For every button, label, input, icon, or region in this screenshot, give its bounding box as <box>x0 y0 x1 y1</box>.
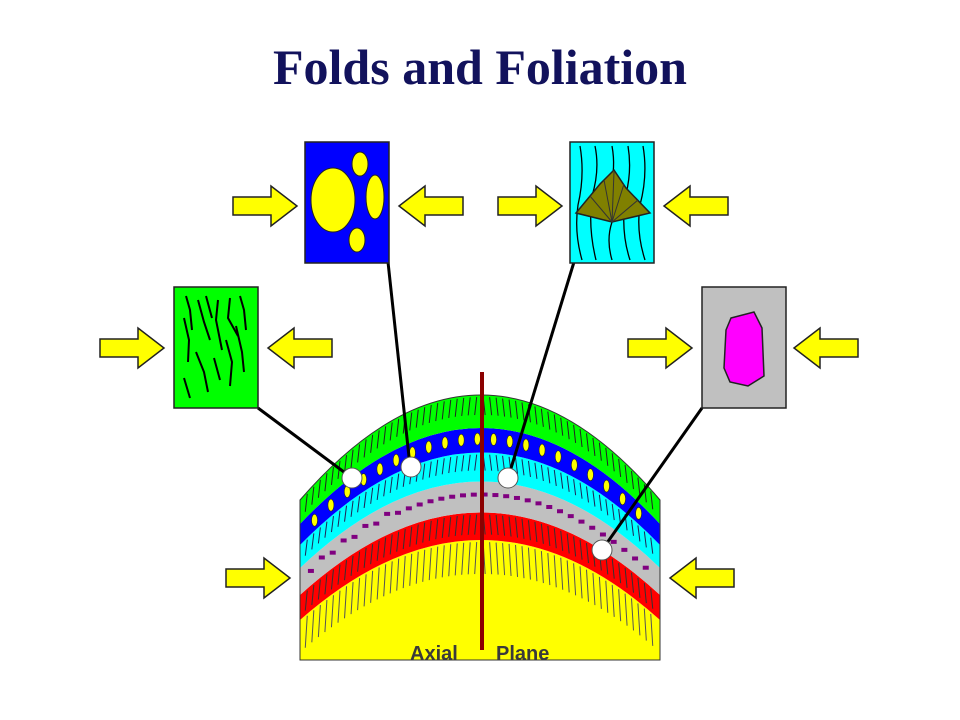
blue-pebble-inset <box>304 141 390 264</box>
axial-label: Axial <box>410 643 458 665</box>
fold-layer-cyan <box>300 452 660 568</box>
sample-point-blue <box>400 456 422 478</box>
anticline-fold: Axial Plane <box>299 372 661 665</box>
leader-line-green <box>257 406 353 480</box>
fold-layer-blue <box>300 428 660 545</box>
leader-lines <box>257 261 704 551</box>
sample-point-cyan <box>497 467 519 489</box>
cyan-mineral-inset <box>569 141 655 264</box>
sample-point-gray <box>591 539 613 561</box>
sample-point-green <box>341 467 363 489</box>
green-schistosity-inset <box>173 286 259 409</box>
slide-title: Folds and Foliation <box>273 39 687 95</box>
fold-layer-green <box>300 395 660 524</box>
plane-label: Plane <box>496 643 549 665</box>
fold-layer-red <box>300 512 660 620</box>
leader-line-gray <box>600 407 704 551</box>
magenta-crystal <box>723 311 765 387</box>
fold-layer-gray <box>300 481 660 595</box>
leader-line-cyan <box>506 261 576 479</box>
leader-line-blue <box>386 261 412 467</box>
gray-crystal-inset <box>701 286 787 409</box>
